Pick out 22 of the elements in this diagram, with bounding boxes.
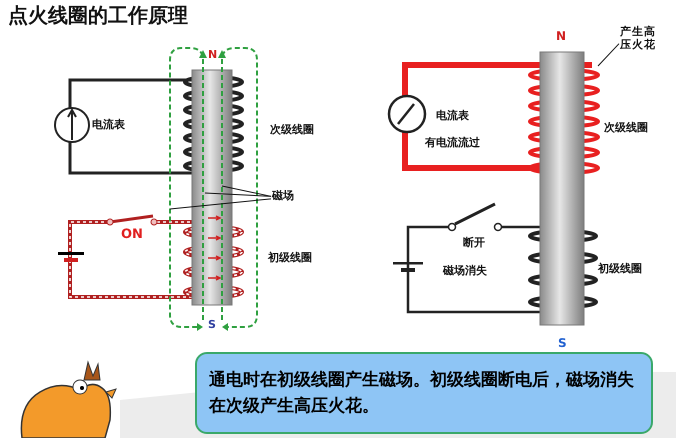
pole-label: S (208, 319, 216, 332)
status-label: 磁场消失 (443, 265, 487, 278)
coil-label: 初级线圈 (598, 263, 642, 276)
leader-line (204, 192, 272, 197)
status-label: 有电流流过 (425, 137, 480, 150)
leader-line (170, 198, 272, 210)
component-label: 电流表 (436, 110, 469, 123)
coil-label: 初级线圈 (268, 252, 312, 265)
pole-label: N (208, 49, 218, 62)
callout-box: 通电时在初级线圈产生磁场。初级线圈断电后，磁场消失在次级产生高压火花。 (195, 352, 653, 434)
field-label: 磁场 (272, 190, 294, 203)
coil-label: 次级线圈 (604, 122, 648, 135)
coil-label: 次级线圈 (270, 124, 314, 137)
leader-line (598, 43, 620, 66)
switch-label: 断开 (463, 237, 485, 250)
component-label: 电流表 (92, 119, 125, 132)
leader-line (222, 186, 272, 197)
pole-label: S (558, 337, 567, 351)
spark-label: 产生高压火花 (620, 26, 664, 52)
pole-label: N (556, 30, 566, 44)
switch-label: ON (121, 228, 143, 243)
title: 点火线圈的工作原理 (8, 4, 188, 27)
